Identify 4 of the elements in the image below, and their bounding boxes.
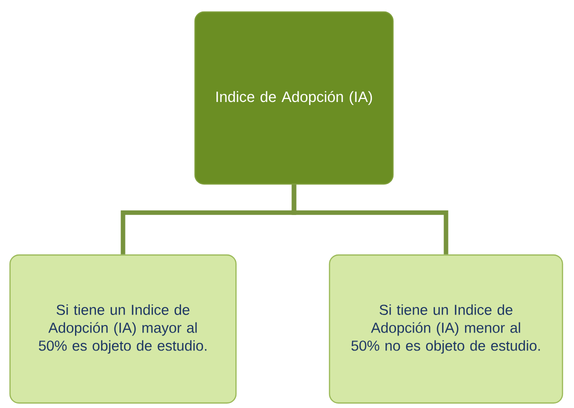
title-box: Indice de Adopción (IA)	[194, 11, 394, 185]
description-box: Si tiene un Indice de Adopción (IA) menor al 50% no es objeto de estudio.	[328, 254, 564, 404]
connector-line	[292, 184, 448, 254]
description-box: Si tiene un Indice de Adopción (IA) mayor al 50% es objeto de estudio.	[9, 254, 237, 404]
